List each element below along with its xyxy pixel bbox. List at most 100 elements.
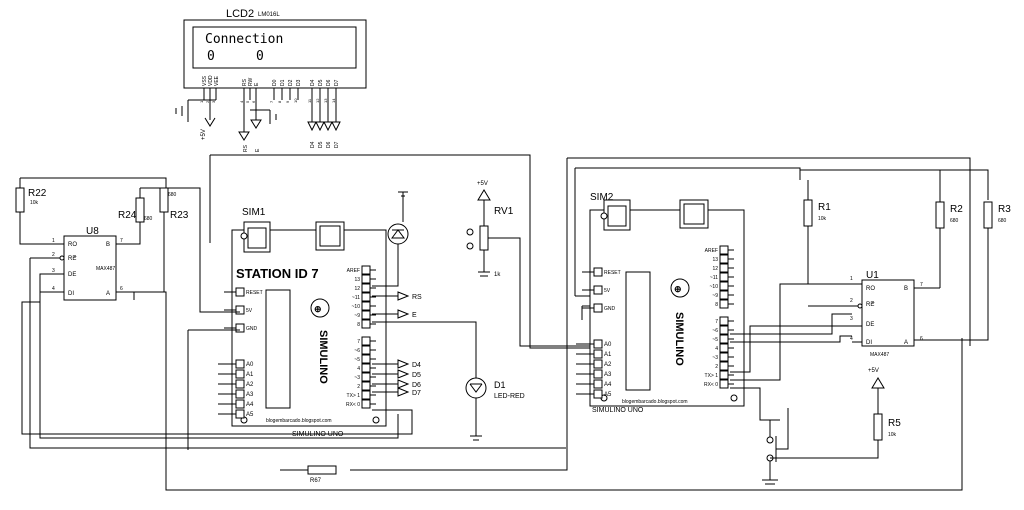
d1-ref: D1 [494, 380, 506, 390]
sim1-power-pin [235, 287, 245, 297]
sim2-analog-label: A0 [604, 342, 612, 348]
sim2-power-label: RESET [604, 270, 621, 276]
sim2-analog-label: A3 [604, 372, 612, 378]
svg-text:DE: DE [68, 272, 76, 278]
lcd-pin-label: D6 [326, 79, 332, 86]
svg-text:B: B [904, 286, 908, 292]
svg-text:DE: DE [866, 322, 874, 328]
left-resistors: R22 10k R24 680 R23 680 [15, 177, 240, 313]
sim2-digital-pin [719, 325, 729, 335]
lcd-pin-number: 4 [239, 100, 244, 103]
rv1-val: 1k [494, 272, 501, 278]
sim1-digital-pin [361, 265, 371, 275]
sim2-analog-pin [593, 369, 603, 379]
sim1-analog-label: A5 [246, 412, 254, 418]
wire-u8-left [29, 257, 566, 449]
push-button [762, 408, 789, 485]
sim2-chip [625, 271, 651, 391]
sim1-digital-label: 8 [357, 322, 360, 328]
sim1-digital-pin [361, 399, 371, 409]
sim2-digital-label: ~11 [710, 275, 718, 281]
sim1-digital-label: 7 [357, 339, 360, 345]
sim2-digital-label: ~9 [712, 293, 718, 299]
sim1-analog-pin [235, 409, 245, 419]
sim1-analog-label: A4 [246, 402, 254, 408]
svg-text:R2: R2 [950, 204, 963, 215]
sim2-digital-pin [719, 316, 729, 326]
svg-text:D4: D4 [310, 141, 316, 148]
svg-text:A: A [106, 291, 110, 297]
svg-text:D6: D6 [326, 141, 332, 148]
sim1-digital-pin [361, 274, 371, 284]
svg-text:R22: R22 [28, 188, 47, 199]
svg-text:1: 1 [850, 276, 853, 282]
wire-top-right [567, 157, 971, 346]
sim1-power-label: RESET [246, 290, 263, 296]
svg-text:D6: D6 [412, 382, 421, 389]
sim2-digital-label: RX< 0 [704, 382, 718, 388]
sim1-chip [265, 289, 291, 409]
sim2-power-label: 5V [604, 288, 611, 294]
sim1-analog-pin [235, 389, 245, 399]
rv1-pot: +5V RV1 1k [466, 181, 590, 347]
sim2-url: blogembarcado.blogspot.com [622, 399, 688, 405]
sim2-power-pin [593, 285, 603, 295]
rv1-ref: RV1 [494, 206, 514, 217]
sim2-analog-label: A4 [604, 382, 612, 388]
sim2-body [589, 209, 745, 407]
sim2-digital-label: AREF [705, 248, 718, 254]
svg-text:R3: R3 [998, 204, 1011, 215]
sim2-digital-pin [719, 245, 729, 255]
sim1-digital-label: TX> 1 [347, 393, 361, 399]
sim1-digital-label: ~5 [354, 357, 360, 363]
sim1-ref: SIM1 [242, 207, 266, 218]
d1-model: LED-RED [494, 393, 525, 400]
sim2-board: SIM2 SIMULINO ⊕ blogembarcado.blogspot.c… [576, 192, 745, 414]
sim1-led-top [372, 191, 409, 287]
sim1-power-label: GND [246, 326, 258, 332]
svg-text:D4: D4 [412, 362, 421, 369]
sim1-digital-pin [361, 372, 371, 382]
sim2-digital-label: TX> 1 [705, 373, 719, 379]
lcd-pin-label: D1 [280, 79, 286, 86]
svg-text:3: 3 [52, 268, 55, 274]
sim1-digital-pin [361, 345, 371, 355]
svg-text:6: 6 [120, 286, 123, 292]
lcd-power-wires [175, 88, 217, 122]
sim2-digital-label: ~5 [712, 337, 718, 343]
svg-text:R67: R67 [310, 478, 322, 484]
u8-body [63, 235, 117, 301]
lcd-pin-number: 10 [293, 98, 298, 103]
svg-text:RO: RO [68, 242, 77, 248]
lcd-pin-number: 9 [285, 100, 290, 103]
svg-text:⊕: ⊕ [314, 304, 322, 314]
svg-text:D5: D5 [412, 372, 421, 379]
lcd-pin-label: VEE [214, 75, 220, 86]
sim2-digital-pin [719, 370, 729, 380]
lcd-pin-number: 7 [269, 100, 274, 103]
sim2-analog-pin [593, 339, 603, 349]
station-label: STATION ID 7 [236, 266, 319, 281]
r67: R67 [280, 465, 337, 484]
lcd-line2-a: 0 [207, 49, 215, 64]
u8-ref: U8 [86, 226, 99, 237]
svg-text:RE: RE [866, 302, 874, 308]
sim1-brand: SIMULINO [317, 330, 329, 384]
sim2-digital-pin [719, 352, 729, 362]
lcd-vcc-label: +5V [201, 129, 207, 140]
sim2-analog-label: A2 [604, 362, 612, 368]
svg-text:10k: 10k [30, 200, 39, 206]
lcd-screen [192, 26, 357, 69]
led-d1: D1 LED-RED [372, 321, 525, 441]
u8-transceiver: U8 RO RE DE DI B A MAX487 1 2 3 4 7 6 [46, 226, 134, 301]
sim2-ref: SIM2 [590, 192, 614, 203]
sim1-digital-pin [361, 363, 371, 373]
svg-text:680: 680 [998, 218, 1007, 224]
lcd-pin-number: 6 [251, 100, 256, 103]
svg-text:D7: D7 [334, 141, 340, 148]
sim1-digital-pin [361, 310, 371, 320]
sim1-url: blogembarcado.blogspot.com [266, 418, 332, 424]
sim1-digital-pin [361, 390, 371, 400]
u8-chip: MAX487 [96, 266, 115, 272]
